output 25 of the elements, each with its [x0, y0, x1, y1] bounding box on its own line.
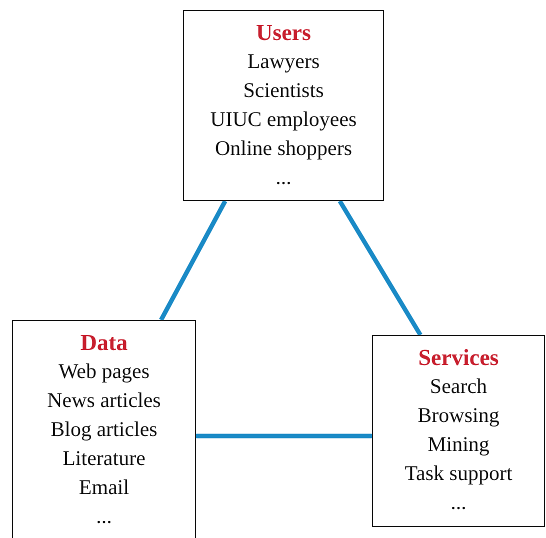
connector-line	[196, 434, 372, 438]
list-item: Mining	[426, 431, 490, 458]
list-item: ...	[95, 503, 113, 530]
text-box	[12, 320, 196, 538]
connector-line	[338, 200, 422, 336]
box-heading: Data	[79, 329, 129, 357]
box-heading: Services	[417, 344, 500, 372]
text-box	[372, 335, 545, 527]
list-item: ...	[450, 489, 468, 516]
list-item: Literature	[62, 445, 146, 472]
list-item: Online shoppers	[214, 135, 354, 162]
list-item: Scientists	[242, 77, 325, 104]
list-item: UIUC employees	[209, 106, 358, 133]
text-box	[183, 10, 384, 201]
box-heading: Users	[255, 19, 312, 47]
connector-line	[159, 200, 228, 322]
list-item: Task support	[404, 460, 514, 487]
list-item: Browsing	[416, 402, 500, 429]
list-item: Lawyers	[246, 48, 321, 75]
list-item: Search	[428, 373, 488, 400]
list-item: Blog articles	[50, 416, 158, 443]
list-item: Web pages	[57, 358, 151, 385]
list-item: Email	[78, 474, 130, 501]
list-item: News articles	[46, 387, 162, 414]
list-item: ...	[274, 164, 292, 191]
